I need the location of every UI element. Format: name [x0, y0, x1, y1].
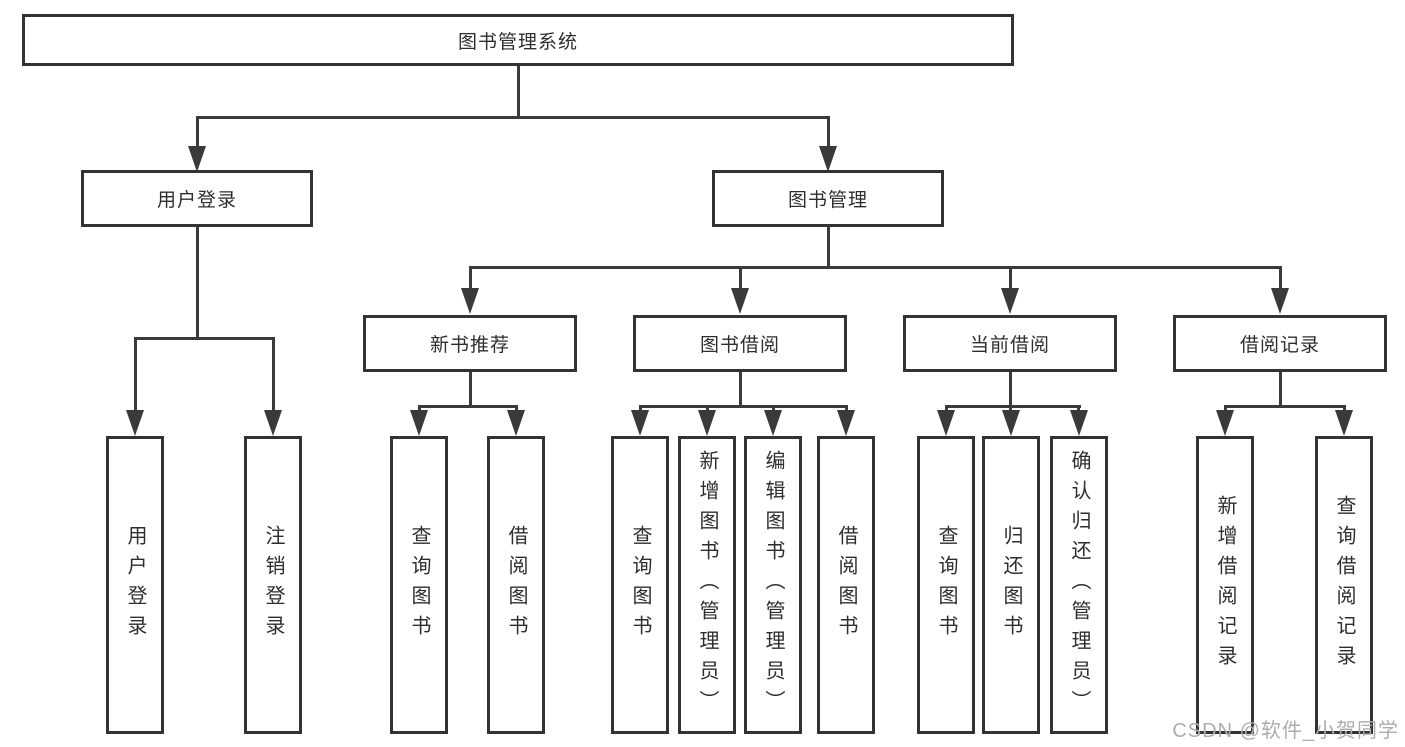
connector-bar: [1224, 405, 1346, 408]
leaf-label: 查询图书: [408, 525, 430, 645]
leaf-logout: 注销登录: [244, 436, 302, 734]
connector-userlogin-down: [196, 227, 199, 339]
arrow-down-icon: [698, 410, 716, 436]
connector-userlogin-bar: [134, 337, 275, 340]
leaf-label: 借阅图书: [835, 525, 857, 645]
connector-stub: [772, 405, 775, 412]
connector-bar: [639, 405, 848, 408]
leaf-borrow-books: 借阅图书: [487, 436, 545, 734]
connector-down: [739, 372, 742, 407]
connector-stub: [515, 405, 518, 412]
arrow-down-icon: [819, 146, 837, 172]
connector-stub: [1077, 405, 1080, 412]
connector-level3-stem: [1009, 266, 1012, 290]
connector-stub: [1009, 405, 1012, 412]
connector-level3-bar: [469, 266, 1281, 269]
connector-down: [469, 372, 472, 407]
arrow-down-icon: [731, 288, 749, 314]
node-label: 图书借阅: [699, 335, 780, 356]
connector-level2-bar: [196, 116, 830, 119]
leaf-label: 查询借阅记录: [1333, 495, 1355, 675]
node-label: 新书推荐: [429, 335, 510, 356]
connector-level3-stem: [1279, 266, 1282, 290]
arrow-down-icon: [410, 410, 428, 436]
arrow-down-icon: [1001, 288, 1019, 314]
connector-stub: [945, 405, 948, 412]
leaf-label: 新增借阅记录: [1214, 495, 1236, 675]
arrow-down-icon: [188, 146, 206, 172]
leaf-label: 新增图书（管理员）: [696, 450, 718, 720]
connector-stub: [1224, 405, 1227, 412]
connector-stub: [706, 405, 709, 412]
connector-level3-stem: [469, 266, 472, 290]
leaf-label: 查询图书: [935, 525, 957, 645]
node-current-borrow: 当前借阅: [903, 315, 1117, 372]
leaf-user-login: 用户登录: [106, 436, 164, 734]
leaf-query-books: 查询图书: [917, 436, 975, 734]
leaf-edit-books-admin: 编辑图书（管理员）: [744, 436, 802, 734]
connector-down: [1009, 372, 1012, 407]
connector-userlogin-stem: [196, 116, 199, 148]
connector-stub: [418, 405, 421, 412]
node-root-label: 图书管理系统: [457, 31, 578, 53]
watermark: CSDN @软件_小贺同学: [1172, 720, 1399, 742]
arrow-down-icon: [126, 410, 144, 436]
arrow-down-icon: [461, 288, 479, 314]
node-user-login: 用户登录: [81, 170, 313, 227]
arrow-down-icon: [1216, 410, 1234, 436]
connector-leaf-stem: [272, 337, 275, 412]
arrow-down-icon: [937, 410, 955, 436]
leaf-query-borrow-record: 查询借阅记录: [1315, 436, 1373, 734]
node-book-mgmt-label: 图书管理: [787, 190, 868, 211]
node-new-book-recommend: 新书推荐: [363, 315, 577, 372]
node-user-login-label: 用户登录: [156, 190, 237, 211]
leaf-query-books: 查询图书: [611, 436, 669, 734]
connector-down: [1279, 372, 1282, 407]
connector-bookmgmt-down: [827, 227, 830, 268]
leaf-label: 查询图书: [629, 525, 651, 645]
arrow-down-icon: [507, 410, 525, 436]
node-borrow-records: 借阅记录: [1173, 315, 1387, 372]
arrow-down-icon: [631, 410, 649, 436]
arrow-down-icon: [1002, 410, 1020, 436]
leaf-query-books: 查询图书: [390, 436, 448, 734]
connector-leaf-stem: [134, 337, 137, 412]
node-label: 当前借阅: [969, 335, 1050, 356]
node-book-mgmt: 图书管理: [712, 170, 944, 227]
node-book-borrow: 图书借阅: [633, 315, 847, 372]
arrow-down-icon: [764, 410, 782, 436]
connector-root-stem: [517, 66, 520, 116]
node-root: 图书管理系统: [22, 14, 1014, 66]
connector-stub: [845, 405, 848, 412]
connector-level3-stem: [739, 266, 742, 290]
leaf-label: 归还图书: [1000, 525, 1022, 645]
connector-bookmgmt-stem: [827, 116, 830, 148]
connector-bar: [418, 405, 518, 408]
arrow-down-icon: [264, 410, 282, 436]
arrow-down-icon: [1271, 288, 1289, 314]
connector-stub: [1343, 405, 1346, 412]
connector-stub: [639, 405, 642, 412]
node-label: 借阅记录: [1239, 335, 1320, 356]
leaf-label: 编辑图书（管理员）: [762, 450, 784, 720]
arrow-down-icon: [837, 410, 855, 436]
leaf-confirm-return-admin: 确认归还（管理员）: [1050, 436, 1108, 734]
leaf-add-books-admin: 新增图书（管理员）: [678, 436, 736, 734]
arrow-down-icon: [1335, 410, 1353, 436]
leaf-label: 用户登录: [124, 525, 146, 645]
leaf-label: 借阅图书: [505, 525, 527, 645]
leaf-label: 确认归还（管理员）: [1068, 450, 1090, 720]
leaf-add-borrow-record: 新增借阅记录: [1196, 436, 1254, 734]
leaf-label: 注销登录: [262, 525, 284, 645]
connector-bar: [945, 405, 1081, 408]
leaf-borrow-books: 借阅图书: [817, 436, 875, 734]
arrow-down-icon: [1070, 410, 1088, 436]
leaf-return-books: 归还图书: [982, 436, 1040, 734]
